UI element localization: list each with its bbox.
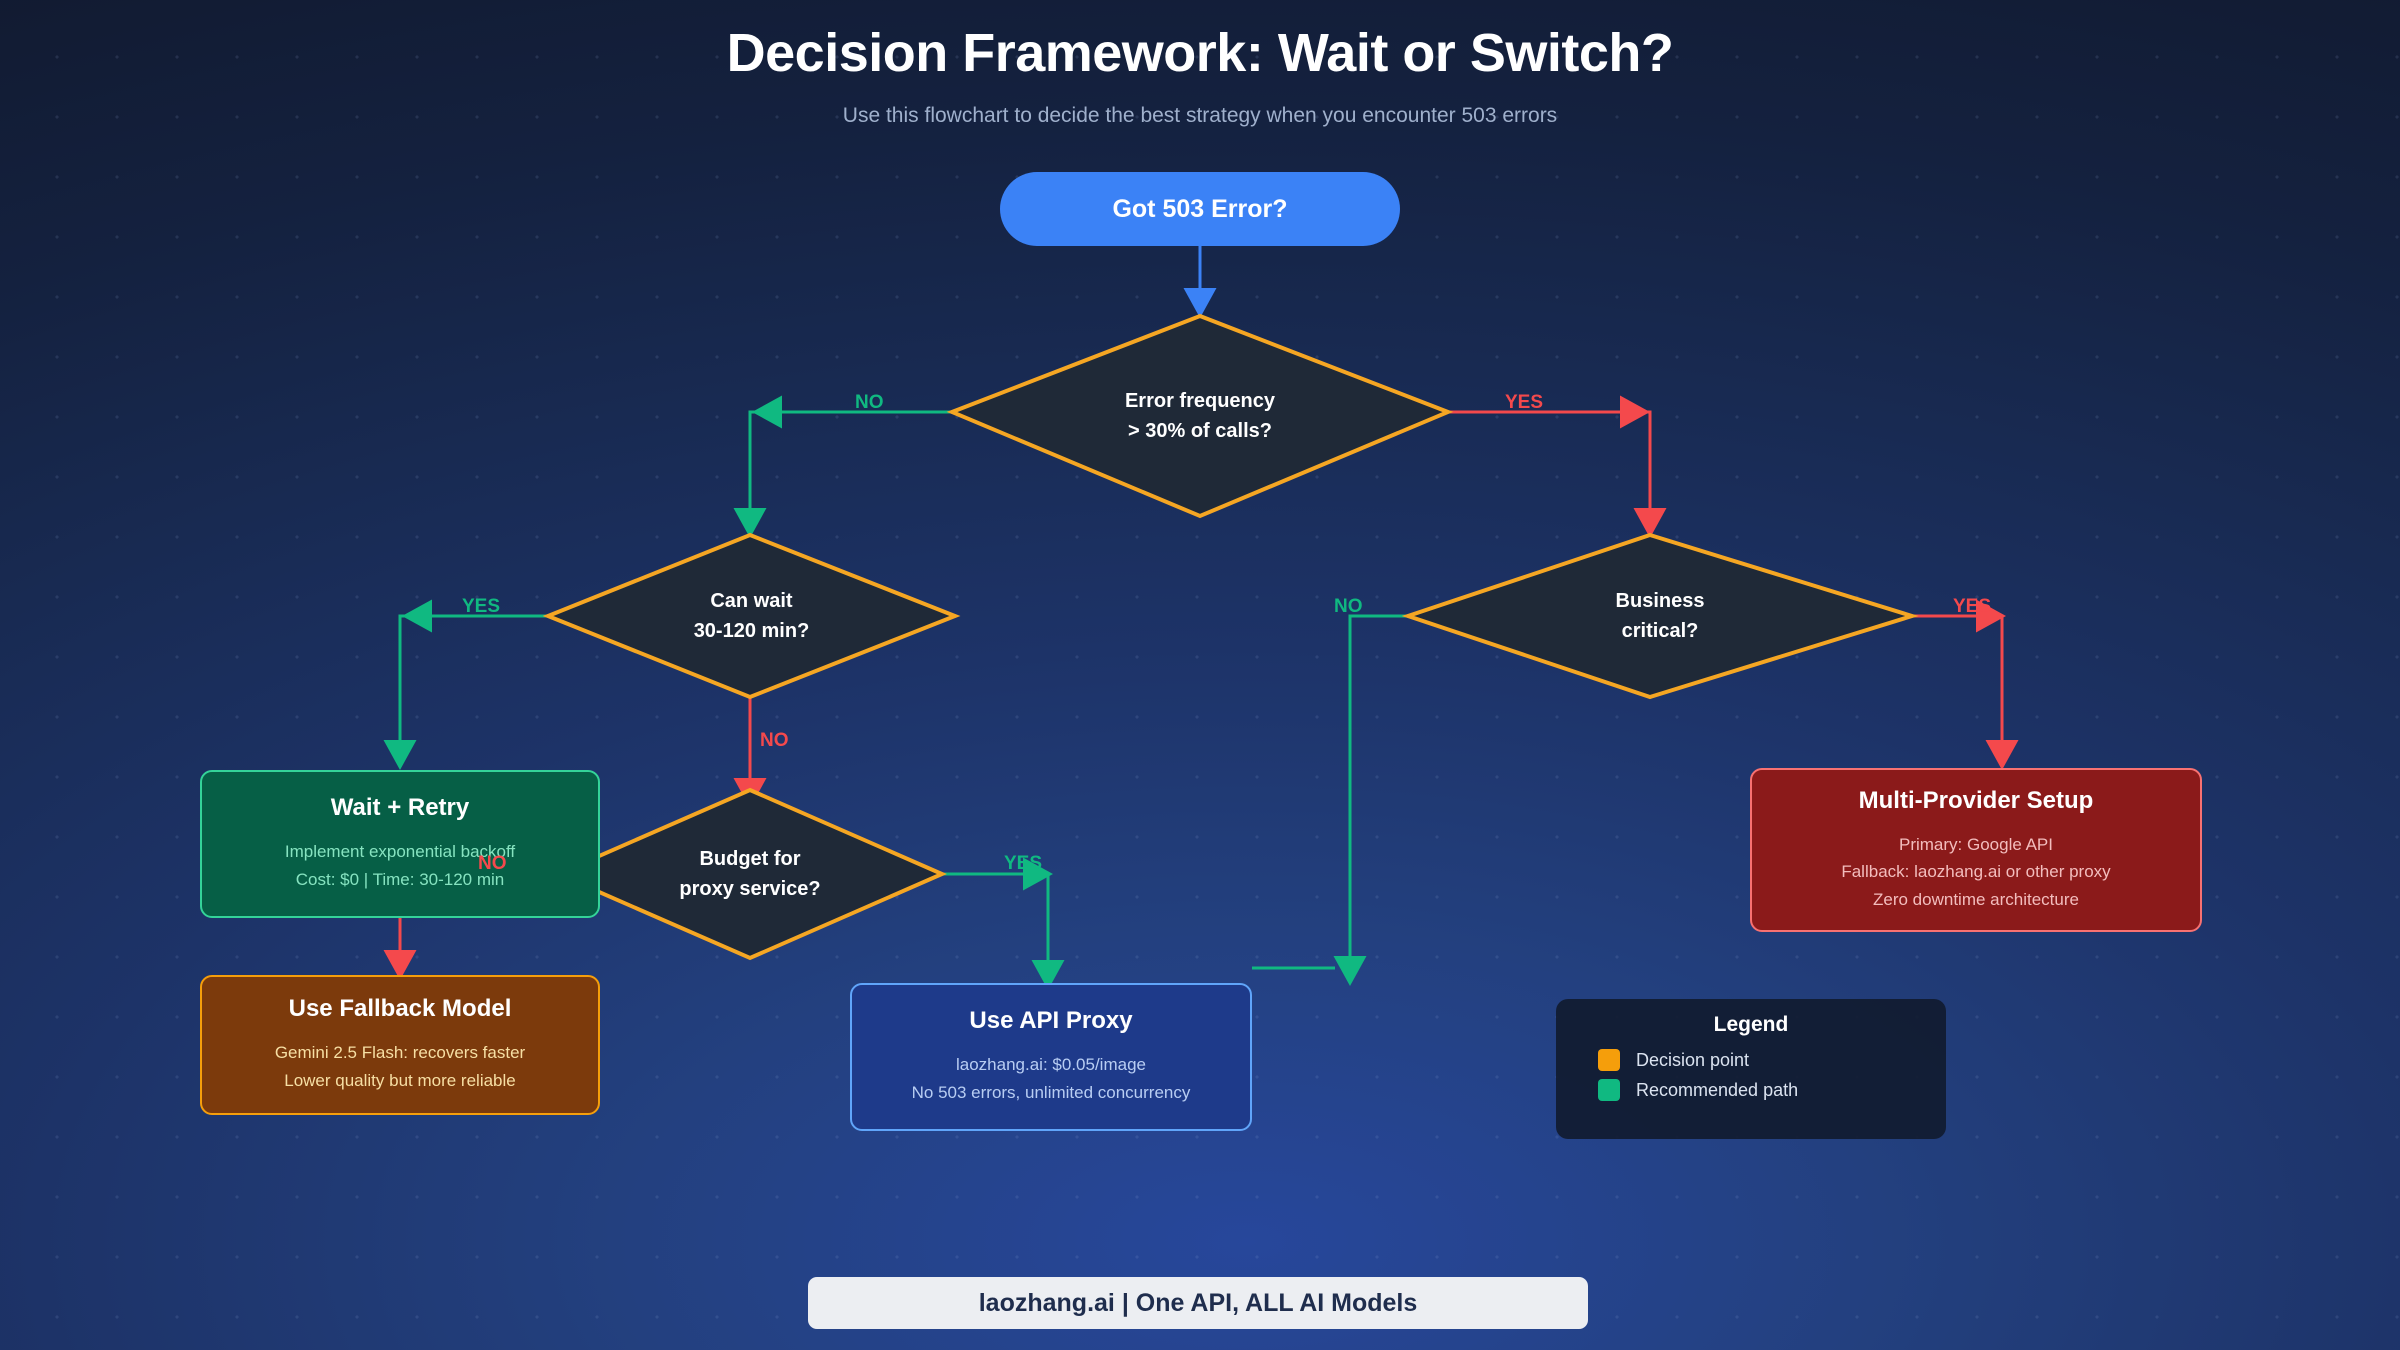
edge-label-canwait-yes: YES xyxy=(462,596,501,617)
edge-canwait-yes xyxy=(383,614,550,770)
fallback-title: Use Fallback Model xyxy=(288,995,512,1023)
api-proxy-line2: No 503 errors, unlimited concurrency xyxy=(911,1083,1191,1102)
node-decision-can-wait[interactable]: Can wait 30-120 min? xyxy=(548,535,955,697)
multi-provider-line2: Fallback: laozhang.ai or other proxy xyxy=(1841,862,2111,882)
decision-business-critical-line1: Business xyxy=(1615,590,1705,612)
decision-error-frequency-line2: > 30% of calls? xyxy=(1128,420,1272,442)
edge-label-budget-yes: YES xyxy=(1004,853,1043,874)
legend-label-decision-point: Decision point xyxy=(1636,1049,1750,1070)
multi-provider-line3: Zero downtime architecture xyxy=(1873,889,2079,909)
node-use-api-proxy[interactable]: Use API Proxy laozhang.ai: $0.05/image N… xyxy=(850,983,1252,1131)
fallback-line2: Lower quality but more reliable xyxy=(284,1071,516,1090)
edge-label-business-no: NO xyxy=(1334,596,1363,617)
multi-provider-line1: Primary: Google API xyxy=(1898,834,2053,854)
fallback-line1: Gemini 2.5 Flash: recovers faster xyxy=(274,1043,526,1063)
edge-frequency-yes xyxy=(1448,410,1667,538)
node-multi-provider-setup[interactable]: Multi-Provider Setup Primary: Google API… xyxy=(1750,768,2202,932)
node-decision-error-frequency[interactable]: Error frequency > 30% of calls? xyxy=(952,316,1448,516)
decision-budget-line1: Budget for xyxy=(699,848,801,870)
legend-item-recommended-path: Recommended path xyxy=(1598,1079,1946,1101)
legend-item-decision-point: Decision point xyxy=(1598,1049,1946,1071)
decision-budget-line2: proxy service? xyxy=(679,878,821,900)
wait-retry-title: Wait + Retry xyxy=(330,794,470,822)
legend-title: Legend xyxy=(1713,1013,1789,1036)
legend-swatch-recommended-path xyxy=(1598,1079,1620,1101)
api-proxy-title: Use API Proxy xyxy=(969,1007,1133,1035)
legend-label-recommended-path: Recommended path xyxy=(1636,1079,1799,1100)
node-decision-budget[interactable]: Budget for proxy service? xyxy=(558,790,942,958)
edge-business-yes xyxy=(1912,614,2019,770)
decision-can-wait-line1: Can wait xyxy=(710,590,793,612)
edge-label-canwait-no: NO xyxy=(760,730,789,751)
decision-business-critical-shape[interactable] xyxy=(1401,532,1919,700)
wait-retry-line2: Cost: $0 | Time: 30-120 min xyxy=(295,870,505,889)
node-decision-business-critical[interactable]: Business critical? xyxy=(1408,535,1912,697)
edge-frequency-no xyxy=(733,410,952,538)
legend-swatch-decision-point xyxy=(1598,1049,1620,1071)
footer-label: laozhang.ai | One API, ALL AI Models xyxy=(978,1288,1418,1317)
decision-budget-shape[interactable] xyxy=(553,787,947,961)
decision-business-critical-line2: critical? xyxy=(1621,620,1699,642)
edge-budget-yes xyxy=(942,872,1065,990)
edge-business-no xyxy=(1348,614,1408,968)
legend-panel: Legend Decision point Recommended path xyxy=(1556,999,1946,1139)
node-use-fallback-model[interactable]: Use Fallback Model Gemini 2.5 Flash: rec… xyxy=(200,975,600,1115)
edge-label-budget-no: NO xyxy=(478,853,507,874)
api-proxy-line1: laozhang.ai: $0.05/image xyxy=(956,1055,1146,1075)
wait-retry-line1: Implement exponential backoff xyxy=(284,842,516,862)
footer-banner[interactable]: laozhang.ai | One API, ALL AI Models xyxy=(808,1277,1588,1329)
edge-label-frequency-yes: YES xyxy=(1505,392,1544,413)
decision-error-frequency-line1: Error frequency xyxy=(1124,390,1276,412)
decision-can-wait-shape[interactable] xyxy=(542,532,961,700)
node-start-label: Got 503 Error? xyxy=(1112,194,1288,223)
node-start[interactable]: Got 503 Error? xyxy=(1000,172,1400,246)
multi-provider-title: Multi-Provider Setup xyxy=(1858,786,2094,814)
node-wait-retry[interactable]: Wait + Retry Implement exponential backo… xyxy=(200,770,600,918)
page-subtitle: Use this flowchart to decide the best st… xyxy=(842,104,1558,127)
decision-error-frequency-shape[interactable] xyxy=(946,313,1454,519)
edge-label-frequency-no: NO xyxy=(855,392,884,413)
edge-label-business-yes: YES xyxy=(1953,596,1992,617)
decision-can-wait-line2: 30-120 min? xyxy=(693,620,810,642)
page-title: Decision Framework: Wait or Switch? xyxy=(726,23,1674,83)
